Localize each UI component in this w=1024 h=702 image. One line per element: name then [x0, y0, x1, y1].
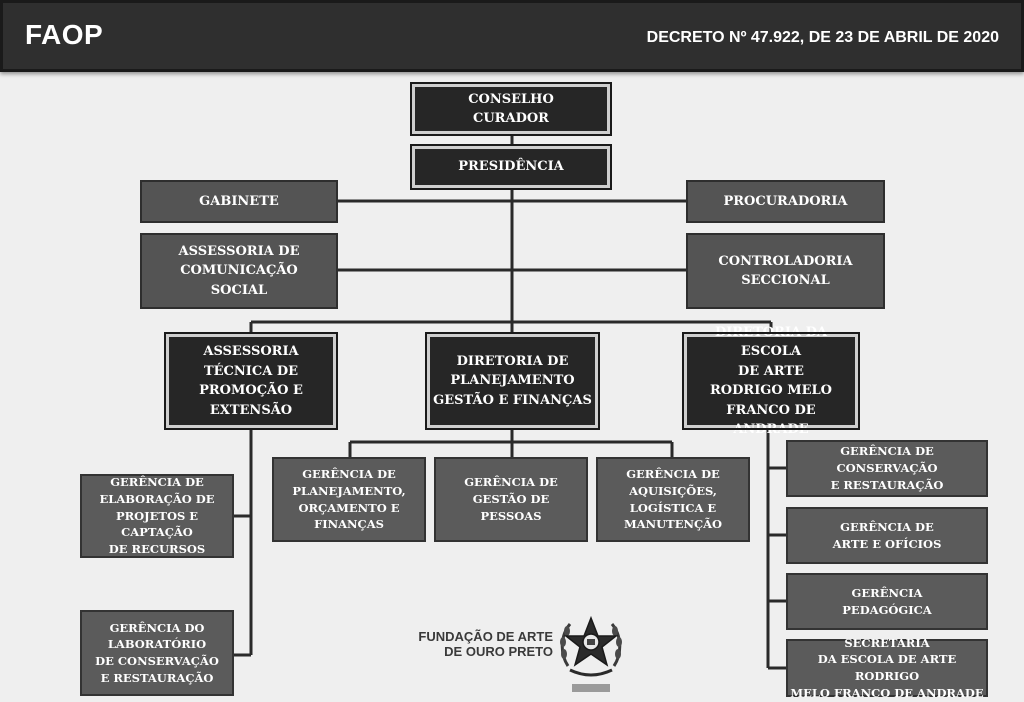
box-procuradoria: PROCURADORIA	[686, 180, 885, 223]
decree-title: DECRETO Nº 47.922, DE 23 DE ABRIL DE 202…	[646, 29, 999, 46]
minas-gerais-seal-icon	[560, 615, 622, 692]
box-diretoria-escola: DIRETORIA DA ESCOLA DE ARTE RODRIGO MELO…	[682, 325, 860, 437]
box-assessoria-comunicacao: ASSESSORIA DE COMUNICAÇÃO SOCIAL	[140, 233, 338, 309]
box-gabinete: GABINETE	[140, 180, 338, 223]
foundation-name: FUNDAÇÃO DE ARTE DE OURO PRETO	[418, 629, 553, 659]
box-gerencia-projetos: GERÊNCIA DE ELABORAÇÃO DE PROJETOS E CAP…	[80, 474, 234, 558]
box-gerencia-laboratorio: GERÊNCIA DO LABORATÓRIO DE CONSERVAÇÃO E…	[80, 610, 234, 696]
box-assessoria-tecnica: ASSESSORIA TÉCNICA DE PROMOÇÃO E EXTENSÃ…	[164, 332, 338, 430]
box-controladoria: CONTROLADORIA SECCIONAL	[686, 233, 885, 309]
box-gerencia-aquisicoes: GERÊNCIA DE AQUISIÇÕES, LOGÍSTICA E MANU…	[596, 457, 750, 542]
box-presidencia: PRESIDÊNCIA	[410, 144, 612, 190]
box-gerencia-pedagogica: GERÊNCIA PEDAGÓGICA	[786, 573, 988, 630]
box-gerencia-pessoas: GERÊNCIA DE GESTÃO DE PESSOAS	[434, 457, 588, 542]
box-conselho-curador: CONSELHO CURADOR	[410, 82, 612, 136]
box-gerencia-arte-oficios: GERÊNCIA DE ARTE E OFÍCIOS	[786, 507, 988, 564]
box-secretaria: SECRETARIA DA ESCOLA DE ARTE RODRIGO MEL…	[786, 636, 988, 700]
brand-title: FAOP	[25, 19, 104, 50]
box-diretoria-planejamento: DIRETORIA DE PLANEJAMENTO GESTÃO E FINAN…	[425, 332, 600, 430]
box-gerencia-planejamento: GERÊNCIA DE PLANEJAMENTO, ORÇAMENTO E FI…	[272, 457, 426, 542]
header-bar: FAOP DECRETO Nº 47.922, DE 23 DE ABRIL D…	[0, 0, 1024, 72]
box-gerencia-conservacao: GERÊNCIA DE CONSERVAÇÃO E RESTAURAÇÃO	[786, 440, 988, 497]
